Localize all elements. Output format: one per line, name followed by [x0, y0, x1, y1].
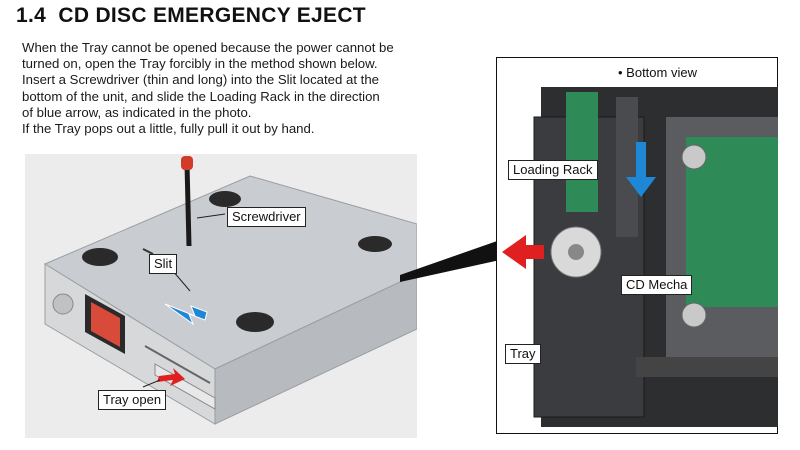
section-number: 1.4 — [16, 4, 47, 27]
bottom-view-label: • Bottom view — [615, 64, 700, 82]
slide-direction-arrow — [626, 142, 656, 197]
slide-direction-arrow — [164, 303, 208, 326]
screwdriver-label: Screwdriver — [227, 207, 306, 227]
instruction-line: of blue arrow, as indicated in the photo… — [22, 104, 252, 120]
instruction-line: bottom of the unit, and slide the Loadin… — [22, 88, 380, 104]
tray-label: Tray — [505, 344, 541, 364]
instruction-line: turned on, open the Tray forcibly in the… — [22, 56, 378, 72]
instructions-paragraph: When the Tray cannot be opened because t… — [22, 40, 462, 137]
cd-mecha-label: CD Mecha — [621, 275, 693, 295]
instruction-line: If the Tray pops out a little, fully pul… — [22, 121, 315, 137]
mechanism-illustration — [496, 57, 778, 434]
slit-label: Slit — [149, 254, 178, 274]
section-title: CD DISC EMERGENCY EJECT — [58, 4, 366, 27]
tray-open-arrow — [157, 368, 185, 386]
detail-pointer — [400, 240, 500, 282]
unit-photo — [25, 154, 417, 438]
instruction-line: Insert a Screwdriver (thin and long) int… — [22, 72, 379, 88]
bottom-view-photo — [496, 57, 778, 434]
unit-illustration — [25, 154, 417, 438]
section-heading: 1.4 CD DISC EMERGENCY EJECT — [16, 4, 366, 28]
loading-rack-label: Loading Rack — [508, 160, 598, 180]
tray-eject-arrow — [502, 235, 544, 269]
tray-open-label: Tray open — [98, 390, 167, 410]
instruction-line: When the Tray cannot be opened because t… — [22, 40, 394, 55]
